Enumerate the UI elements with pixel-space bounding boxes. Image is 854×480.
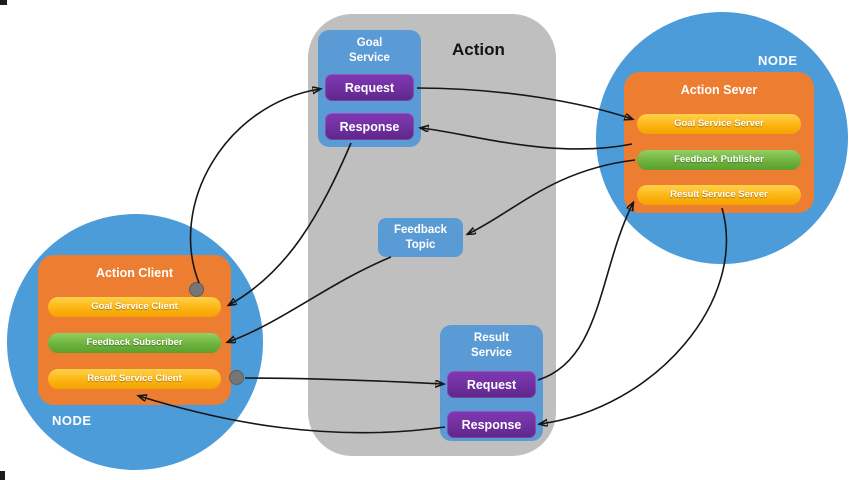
result-response-button: Response (447, 411, 536, 438)
goal-response-button: Response (325, 113, 414, 140)
action-client-title: Action Client (95, 266, 174, 280)
pill-feedback-publisher: Feedback Publisher (637, 150, 801, 170)
client-goal-connection-dot (189, 282, 204, 297)
server-node-label: NODE (758, 53, 798, 68)
action-server-panel: Action Sever Goal Service Server Feedbac… (624, 72, 814, 213)
screen-artifact-top-left (0, 0, 7, 5)
result-service-title: Result Service (471, 332, 512, 359)
action-client-panel: Action Client Goal Service Client Feedba… (38, 255, 231, 405)
client-result-connection-dot (229, 370, 244, 385)
pill-feedback-subscriber: Feedback Subscriber (48, 333, 221, 353)
feedback-topic-box: Feedback Topic (378, 218, 463, 257)
pill-result-service-client: Result Service Client (48, 369, 221, 389)
goal-service-box: Goal Service Request Response (318, 30, 421, 147)
client-node-label: NODE (52, 413, 92, 428)
pill-goal-service-client: Goal Service Client (48, 297, 221, 317)
result-service-box: Result Service Request Response (440, 325, 543, 441)
result-request-button: Request (447, 371, 536, 398)
goal-request-button: Request (325, 74, 414, 101)
action-title: Action (452, 40, 505, 59)
screen-artifact-bottom-left (0, 471, 5, 480)
pill-goal-service-server: Goal Service Server (637, 114, 801, 134)
pill-result-service-server: Result Service Server (637, 185, 801, 205)
feedback-topic-label: Feedback Topic (393, 224, 448, 251)
goal-service-title: Goal Service (349, 37, 390, 64)
action-server-title: Action Sever (680, 83, 758, 97)
